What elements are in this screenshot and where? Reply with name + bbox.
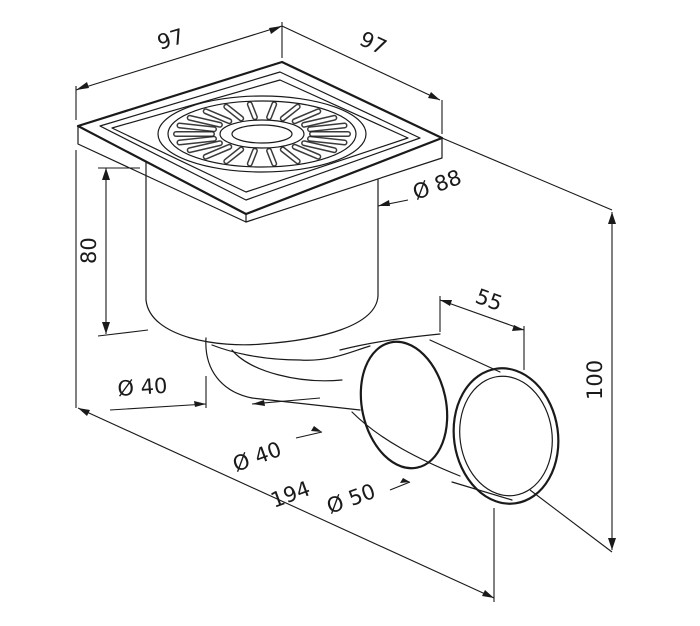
floor-drain-body	[76, 60, 560, 505]
grate-slot-opening	[281, 105, 300, 120]
dim-label-outlet-diameter-40-left: Ø 40	[117, 374, 168, 401]
dimension-lines	[75, 22, 616, 602]
grate-slot-opening	[178, 137, 216, 144]
grate-slot-opening	[224, 105, 243, 120]
grate-slot-opening	[302, 116, 336, 127]
grate-slot-opening	[267, 102, 276, 119]
grate-slot-opening	[293, 145, 320, 159]
grate-slot-opening	[188, 141, 222, 152]
grate-slot-opening	[281, 148, 300, 163]
grate-slot-opening	[308, 137, 346, 144]
grate-slot-opening	[188, 116, 222, 127]
dim-label-total-height-100: 100	[583, 360, 607, 400]
grate-slot-opening	[204, 109, 231, 123]
dim-label-depth-97: 97	[356, 27, 390, 60]
dim-label-height-80: 80	[77, 237, 101, 264]
dim-label-outlet-diameter-40-center: Ø 40	[230, 437, 285, 477]
grate-slot-opening	[293, 109, 320, 123]
dimension-labels: 97 97 80 Ø 88 Ø 40 Ø 40 55 100 194 Ø 50	[77, 24, 607, 519]
grate-slot-opening	[224, 148, 243, 163]
dim-label-outlet-length-55: 55	[472, 284, 505, 316]
grate-slot-opening	[267, 149, 276, 166]
grate	[157, 95, 367, 173]
grate-slot-opening	[248, 102, 257, 119]
grate-slot-opening	[178, 124, 216, 131]
grate-slot-opening	[248, 149, 257, 166]
grate-slot-opening	[204, 145, 231, 159]
dim-label-total-length-194: 194	[268, 476, 314, 512]
grate-slot-opening	[302, 141, 336, 152]
dim-label-width-97: 97	[154, 24, 187, 55]
dim-label-pipe-diameter-50: Ø 50	[324, 479, 379, 519]
grate-slot-opening	[308, 124, 346, 131]
dim-label-diameter-88: Ø 88	[410, 165, 465, 205]
